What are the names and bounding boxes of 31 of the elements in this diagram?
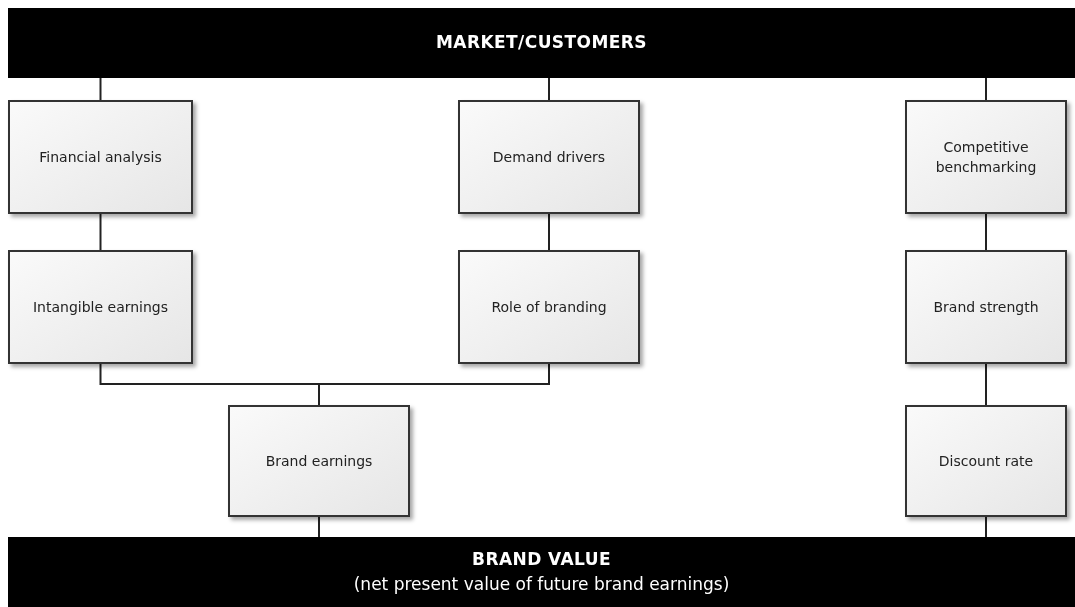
box-label: Discount rate bbox=[938, 452, 1034, 471]
process-box bbox=[228, 405, 410, 517]
box-label: Role of branding bbox=[491, 298, 607, 317]
bar-title: BRAND VALUE bbox=[472, 547, 611, 571]
box-label: Intangible earnings bbox=[32, 298, 169, 317]
process-box bbox=[458, 250, 640, 364]
process-box bbox=[905, 250, 1067, 364]
connector-line bbox=[99, 77, 102, 101]
box-label: Competitive benchmarking bbox=[934, 138, 1038, 177]
box-label: Brand earnings bbox=[265, 452, 373, 471]
connector-line bbox=[985, 516, 987, 538]
process-box bbox=[905, 100, 1067, 214]
bar-title: MARKET/CUSTOMERS bbox=[436, 31, 647, 55]
connector-line bbox=[548, 77, 550, 101]
process-box bbox=[8, 100, 193, 214]
bar-subtitle: (net present value of future brand earnings) bbox=[353, 573, 730, 596]
connector-line bbox=[985, 77, 987, 101]
connector-line bbox=[985, 213, 987, 251]
process-box bbox=[8, 250, 193, 364]
header-bar bbox=[8, 537, 1075, 607]
connector-line bbox=[318, 516, 320, 538]
connector-line bbox=[318, 363, 550, 406]
connector-line bbox=[99, 213, 102, 251]
connector-line bbox=[548, 213, 550, 251]
process-box bbox=[905, 405, 1067, 517]
box-label: Brand strength bbox=[933, 298, 1039, 317]
box-label: Demand drivers bbox=[492, 148, 606, 167]
box-label: Financial analysis bbox=[39, 148, 162, 167]
connector-line bbox=[985, 363, 987, 406]
process-box bbox=[458, 100, 640, 214]
header-bar bbox=[8, 8, 1075, 78]
